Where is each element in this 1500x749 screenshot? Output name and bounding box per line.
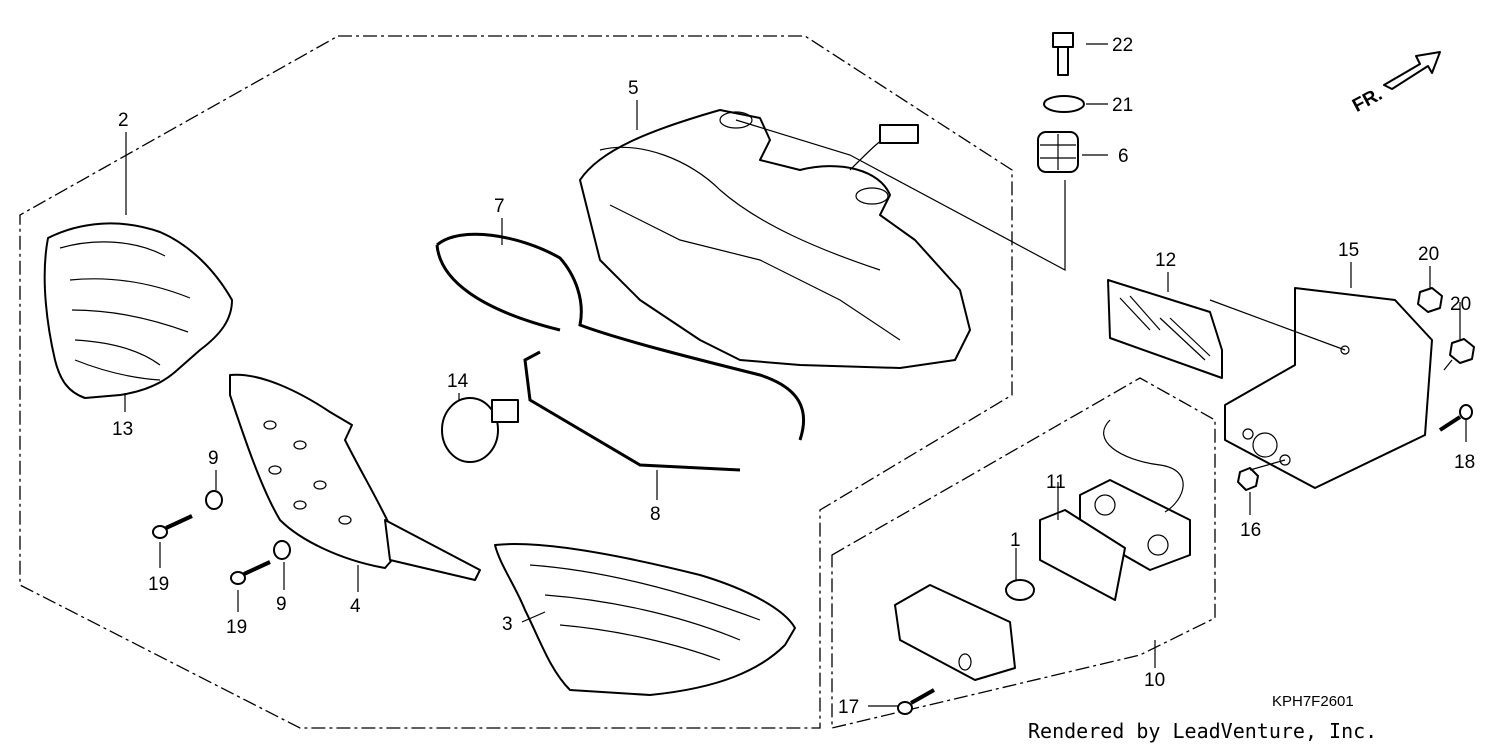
callout-1: 1 <box>1010 530 1021 551</box>
callout-19: 19 <box>148 574 169 595</box>
callout-20: 20 <box>1450 294 1471 315</box>
callout-16: 16 <box>1240 520 1261 541</box>
rubber-grommet <box>1037 131 1079 173</box>
screw <box>152 514 193 539</box>
callout-18: 18 <box>1454 452 1475 473</box>
render-credit: Rendered by LeadVenture, Inc. <box>1028 719 1377 743</box>
washer <box>205 490 223 510</box>
screw <box>230 560 271 585</box>
main-assembly-boundary <box>19 35 1013 729</box>
side-lens <box>229 373 481 581</box>
nut <box>1449 338 1475 364</box>
screw <box>897 688 935 715</box>
tail-light-housing <box>579 109 971 369</box>
license-light-gasket <box>1039 509 1126 601</box>
gasket <box>435 232 806 441</box>
callout-15: 15 <box>1338 240 1359 261</box>
leader-lines <box>124 43 1467 707</box>
outer-lens-right <box>494 543 796 696</box>
outer-lens-left <box>43 222 233 399</box>
bulb-large <box>441 397 519 463</box>
callout-11: 11 <box>1046 472 1066 493</box>
callout-19: 19 <box>226 617 247 638</box>
license-light-assembly-boundary <box>831 377 1216 729</box>
callout-8: 8 <box>650 504 661 525</box>
reference-code: KPH7F2601 <box>1272 693 1354 710</box>
screw <box>1438 404 1473 432</box>
license-light-lens <box>894 584 1016 681</box>
rear-reflector <box>1107 279 1223 379</box>
callout-17: 17 <box>838 697 859 718</box>
front-label: FR. <box>1349 84 1386 117</box>
bolt <box>1052 32 1074 76</box>
reflector <box>74 359 161 381</box>
nut <box>1417 287 1443 313</box>
callout-22: 22 <box>1112 35 1133 56</box>
callout-9: 9 <box>208 448 219 469</box>
callout-13: 13 <box>112 419 133 440</box>
license-bracket <box>1224 287 1433 489</box>
callout-7: 7 <box>494 196 505 217</box>
callout-20: 20 <box>1418 244 1439 265</box>
callout-2: 2 <box>118 110 129 131</box>
front-direction-arrow: FR. <box>1349 51 1441 117</box>
callout-12: 12 <box>1155 250 1176 271</box>
callout-10: 10 <box>1144 670 1165 691</box>
washer <box>273 540 291 560</box>
bulb-small <box>1005 579 1035 601</box>
nut <box>1237 467 1259 491</box>
callout-3: 3 <box>502 614 513 635</box>
callout-21: 21 <box>1112 95 1133 116</box>
callout-14: 14 <box>447 371 469 392</box>
bracket-wire <box>523 350 741 472</box>
flat-washer <box>1043 95 1085 113</box>
callout-5: 5 <box>628 78 639 99</box>
callout-4: 4 <box>350 596 361 617</box>
callout-6: 6 <box>1118 146 1129 167</box>
callout-9: 9 <box>276 594 287 615</box>
